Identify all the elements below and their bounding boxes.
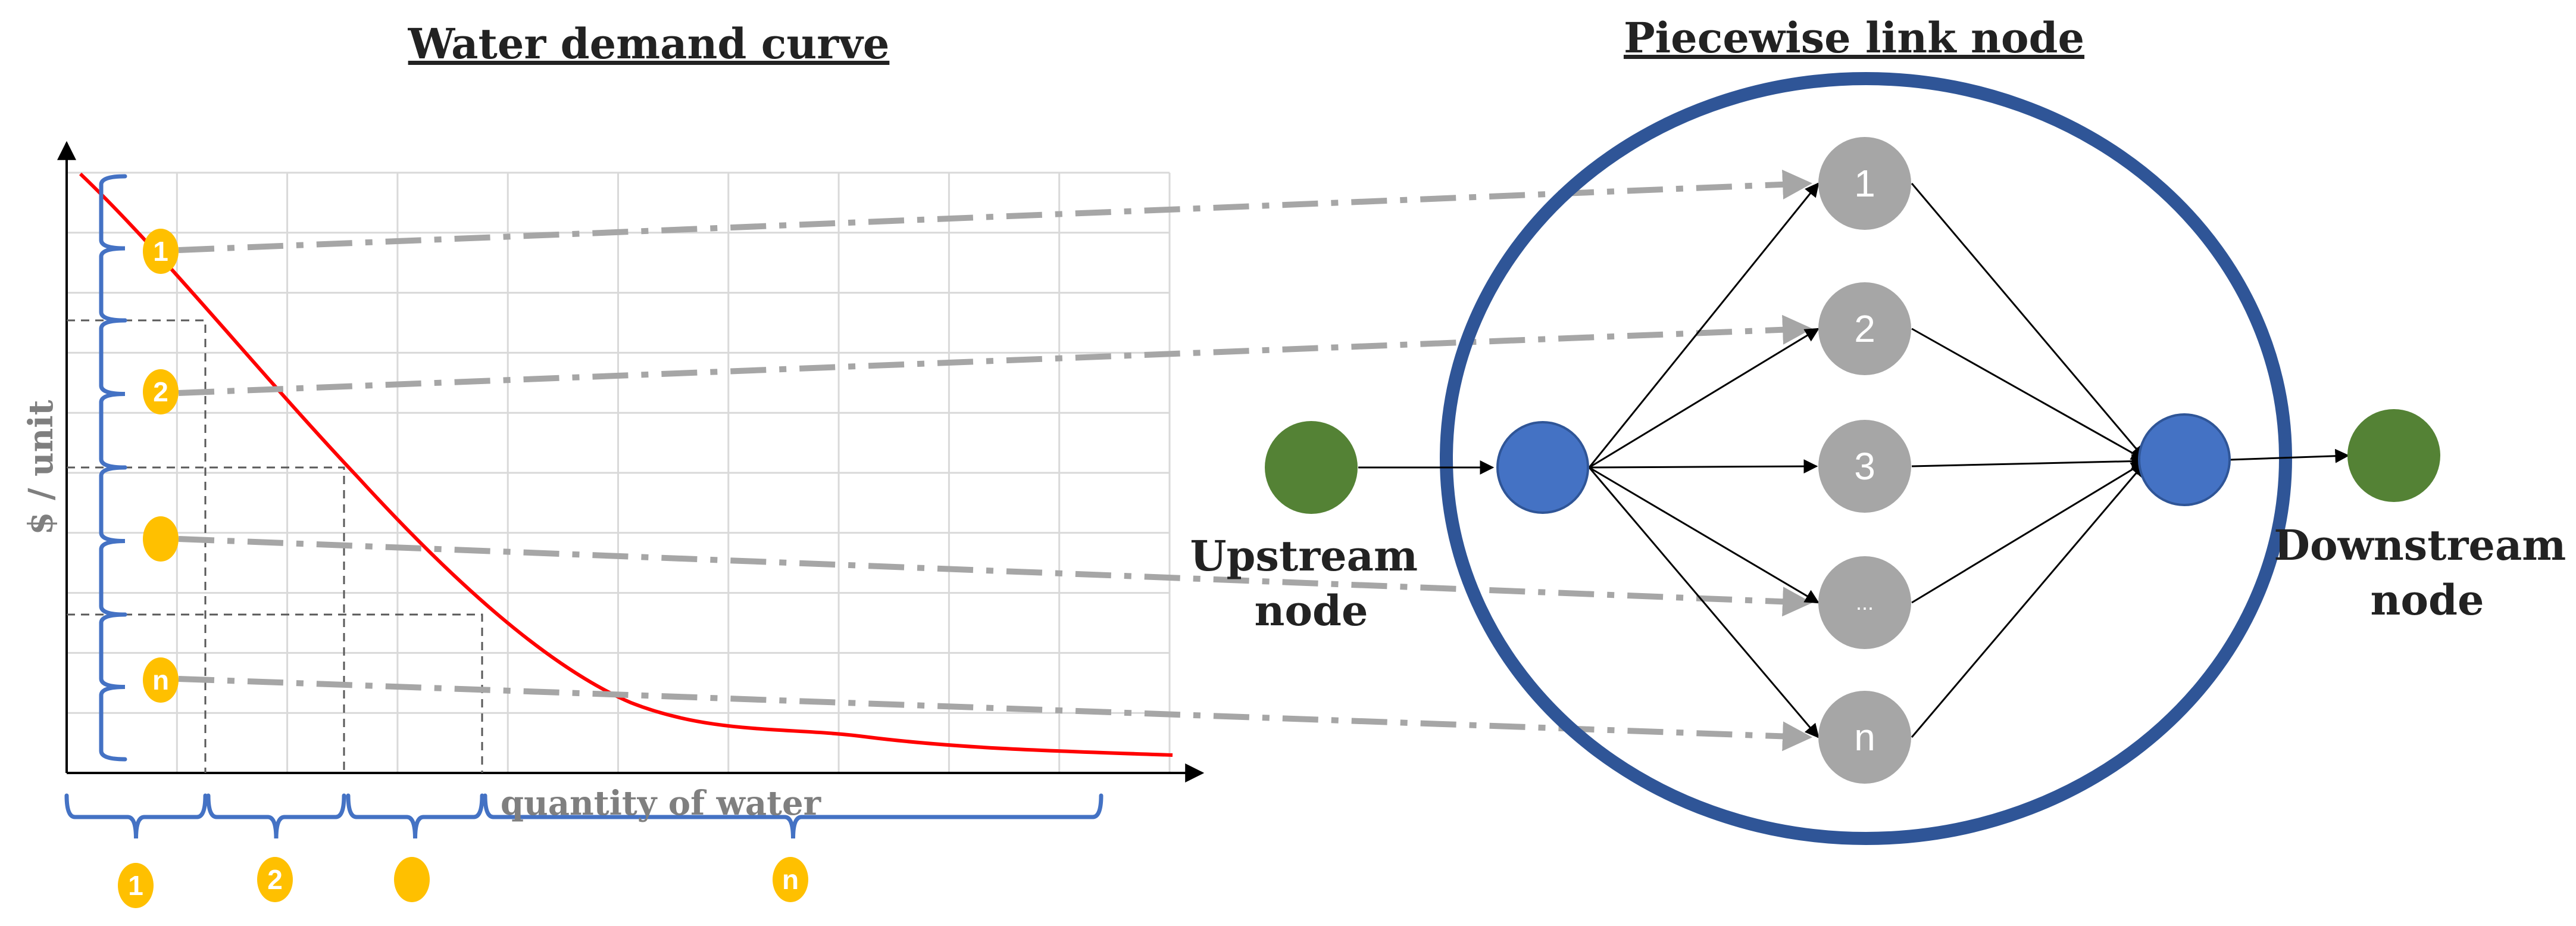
- demand-curve: [79, 172, 1173, 757]
- quantity-badges: 1 2 n: [118, 857, 808, 908]
- demand-chart-title: Water demand curve: [408, 19, 890, 68]
- svg-text:1: 1: [1854, 162, 1875, 205]
- quantity-brace: [483, 793, 1103, 839]
- edge-3-to-output: [1911, 454, 2146, 469]
- svg-text:1: 1: [153, 236, 168, 267]
- link-node-title: Piecewise link node: [1624, 13, 2084, 63]
- price-badge-3: [143, 516, 179, 562]
- y-axis-label: $ / unit: [21, 400, 61, 535]
- svg-text:n: n: [1854, 716, 1875, 759]
- svg-text:2: 2: [267, 864, 283, 895]
- edge-1-to-output: [1911, 183, 2146, 460]
- price-badge-n: n: [143, 657, 179, 703]
- edge-link-to-2: [1589, 328, 1820, 469]
- link-input-node: [1496, 421, 1589, 514]
- svg-text:n: n: [152, 665, 169, 696]
- edge-2-to-output: [1911, 328, 2146, 461]
- price-braces: [99, 174, 127, 762]
- piece-node-n: n: [1818, 691, 1911, 784]
- edge-link-to-n: [1588, 467, 1820, 738]
- price-brace: [99, 318, 127, 470]
- price-brace: [99, 465, 127, 617]
- quantity-badge-n: n: [773, 857, 808, 902]
- price-brace: [99, 174, 127, 323]
- edge-link-to-dots: [1589, 466, 1820, 604]
- edge-n-to-output: [1911, 462, 2146, 738]
- edge-output-to-downstream: [2230, 448, 2350, 463]
- svg-text:2: 2: [1854, 307, 1875, 350]
- demand-chart: Water demand curve $ / unit quantity of …: [21, 19, 1205, 839]
- quantity-brace: [206, 793, 346, 839]
- price-badges: 1 2 n: [143, 229, 179, 703]
- downstream-label: Downstream node: [2274, 520, 2576, 625]
- quantity-badge-1: 1: [118, 863, 154, 908]
- piece-node-3: 3: [1818, 420, 1911, 513]
- price-badge-1: 1: [143, 229, 179, 274]
- downstream-node: [2347, 409, 2440, 502]
- x-axis-label: quantity of water: [501, 784, 822, 823]
- quantity-brace: [346, 793, 484, 839]
- piece-node-2: 2: [1818, 282, 1911, 375]
- step-1-box: [67, 319, 207, 773]
- upstream-node: [1265, 421, 1358, 514]
- edge-link-to-3: [1589, 459, 1818, 474]
- svg-text:3: 3: [1854, 445, 1875, 488]
- svg-text:1: 1: [128, 870, 143, 901]
- link-node-diagram: Piecewise link node 1 2 3 ... n: [1190, 13, 2576, 845]
- piece-node-dots: ...: [1818, 556, 1911, 649]
- piece-node-1: 1: [1818, 137, 1911, 230]
- svg-text:n: n: [782, 864, 799, 895]
- edge-dots-to-output: [1911, 461, 2146, 604]
- quantity-badge-2: 2: [257, 857, 293, 902]
- step-3-box: [67, 613, 483, 773]
- quantity-brace: [64, 793, 208, 839]
- edge-link-to-1: [1588, 182, 1820, 468]
- upstream-label: Upstream node: [1190, 531, 1433, 635]
- step-2-box: [67, 466, 345, 773]
- svg-text:...: ...: [1856, 590, 1874, 615]
- price-brace: [99, 612, 127, 762]
- link-output-node: [2138, 413, 2231, 506]
- svg-text:2: 2: [153, 376, 168, 407]
- connector-2: [178, 314, 1812, 396]
- quantity-braces: [64, 793, 1103, 839]
- network-edges: [1358, 182, 2350, 738]
- quantity-badge-3: [394, 857, 430, 902]
- price-badge-2: 2: [143, 369, 179, 414]
